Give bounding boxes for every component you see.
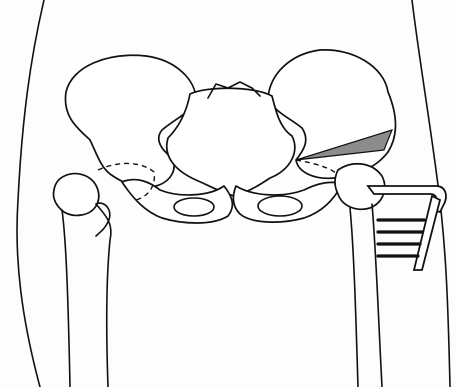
left-femur-shaft-outer [62,210,70,387]
left-femoral-head [53,174,98,216]
left-femur-shaft-inner [96,204,111,387]
body-outline-left [17,0,44,387]
right-femur-shaft-inner [350,208,358,387]
